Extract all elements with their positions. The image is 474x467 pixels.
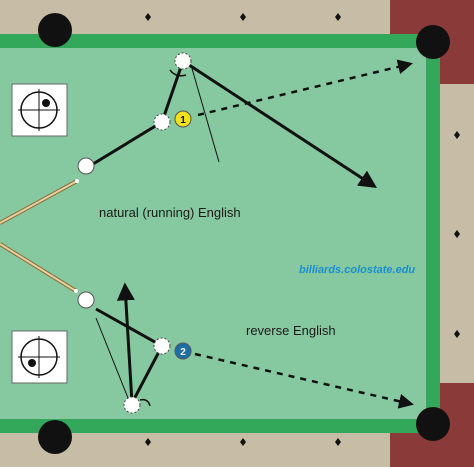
reverse-english-tip-indicator [11, 330, 68, 384]
reverse-english-label: reverse English [246, 323, 336, 338]
pockets [38, 13, 450, 454]
cue-sticks [0, 179, 79, 293]
reverse-english-path [95, 282, 414, 409]
ghost-ball-positions [123, 52, 192, 414]
playing-surface [0, 48, 426, 419]
natural-english-tip-indicator [11, 83, 68, 137]
ball-1-number: 1 [180, 115, 186, 126]
reverse-english-rebound-arrow [116, 282, 135, 404]
object-ball-2: 2 [174, 342, 192, 360]
object-ball-2-path [194, 352, 414, 409]
credit-watermark: billiards.colostate.edu [299, 264, 416, 276]
natural-english-rebound-arrow [182, 59, 378, 188]
rail-diamonds [145, 13, 460, 446]
natural-english-label: natural (running) English [99, 205, 241, 220]
cue-ball-positions [77, 157, 95, 309]
ball-2-number: 2 [180, 347, 186, 358]
object-ball-1: 1 [174, 110, 192, 128]
natural-english-path [92, 59, 413, 188]
object-ball-1-path [197, 59, 413, 117]
